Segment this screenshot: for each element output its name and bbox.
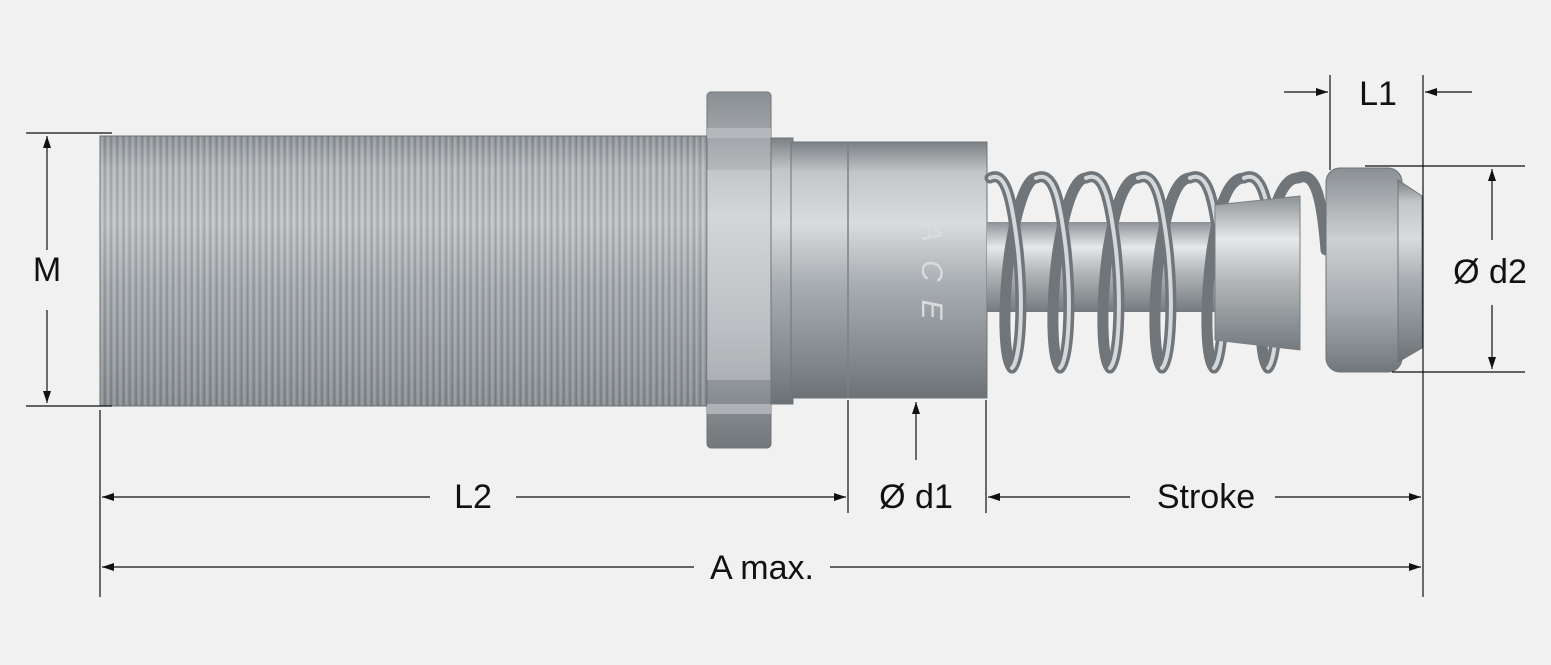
button-cap (1325, 167, 1423, 373)
label-l2: L2 (454, 478, 492, 516)
label-stroke: Stroke (1157, 478, 1255, 516)
lock-nut (706, 91, 772, 449)
label-l1: L1 (1359, 75, 1397, 113)
spring (984, 171, 1332, 374)
label-a-max: A max. (710, 549, 814, 587)
short-thread (770, 137, 794, 405)
label-d2: Ø d2 (1453, 253, 1527, 291)
spring-seat (1214, 195, 1301, 351)
front-cylinder: ACE (790, 141, 988, 399)
threaded-body (99, 135, 713, 407)
label-d1: Ø d1 (879, 478, 953, 516)
ace-brand-mark: ACE (915, 220, 948, 338)
label-m: M (33, 251, 61, 289)
dimension-lines (26, 75, 1525, 597)
